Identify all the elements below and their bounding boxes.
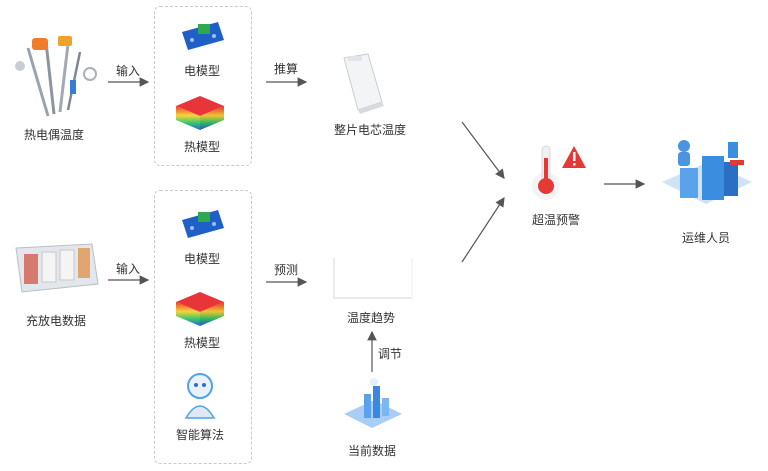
node-temp-trend: 温度趋势 — [347, 311, 396, 325]
node-cell-temp: 整片电芯温度 — [334, 123, 407, 137]
node-charge-data: 充放电数据 — [26, 314, 87, 328]
thermal-model-icon — [174, 94, 226, 132]
thermocouple-icon — [8, 30, 100, 120]
node-ops-staff: 运维人员 — [682, 231, 731, 245]
node-electric-model-bottom: 电模型 — [184, 252, 221, 266]
thermometer-warning-icon — [524, 140, 588, 204]
electric-model-icon — [178, 18, 226, 52]
model-box-top — [154, 6, 252, 166]
node-current-data: 当前数据 — [348, 444, 397, 458]
ai-robot-icon — [180, 372, 220, 420]
edge-label-compute: 推算 — [274, 62, 299, 76]
edge-label-predict: 预测 — [274, 263, 299, 277]
thermal-model-icon-bottom — [174, 290, 226, 328]
node-thermal-model-bottom: 热模型 — [184, 336, 221, 350]
node-electric-model-top: 电模型 — [184, 64, 221, 78]
node-thermocouple: 热电偶温度 — [24, 128, 85, 142]
edge-label-adjust: 调节 — [378, 347, 403, 361]
edge-label-input-bottom: 输入 — [116, 262, 141, 276]
electric-model-icon-bottom — [178, 206, 226, 240]
arrow-cell-to-warning — [461, 121, 505, 179]
trend-plot-icon — [330, 256, 414, 302]
battery-cell-icon — [338, 52, 388, 116]
model-box-bottom — [154, 190, 252, 464]
node-smart-algorithm: 智能算法 — [176, 428, 225, 442]
edge-label-input-top: 输入 — [116, 64, 141, 78]
node-thermal-model-top: 热模型 — [184, 140, 221, 154]
node-overtemp-warning: 超温预警 — [532, 213, 581, 227]
battery-rack-icon — [12, 240, 100, 298]
arrow-trend-to-warning — [461, 196, 505, 263]
data-chart-icon — [340, 374, 406, 432]
ops-staff-icon — [658, 132, 754, 216]
